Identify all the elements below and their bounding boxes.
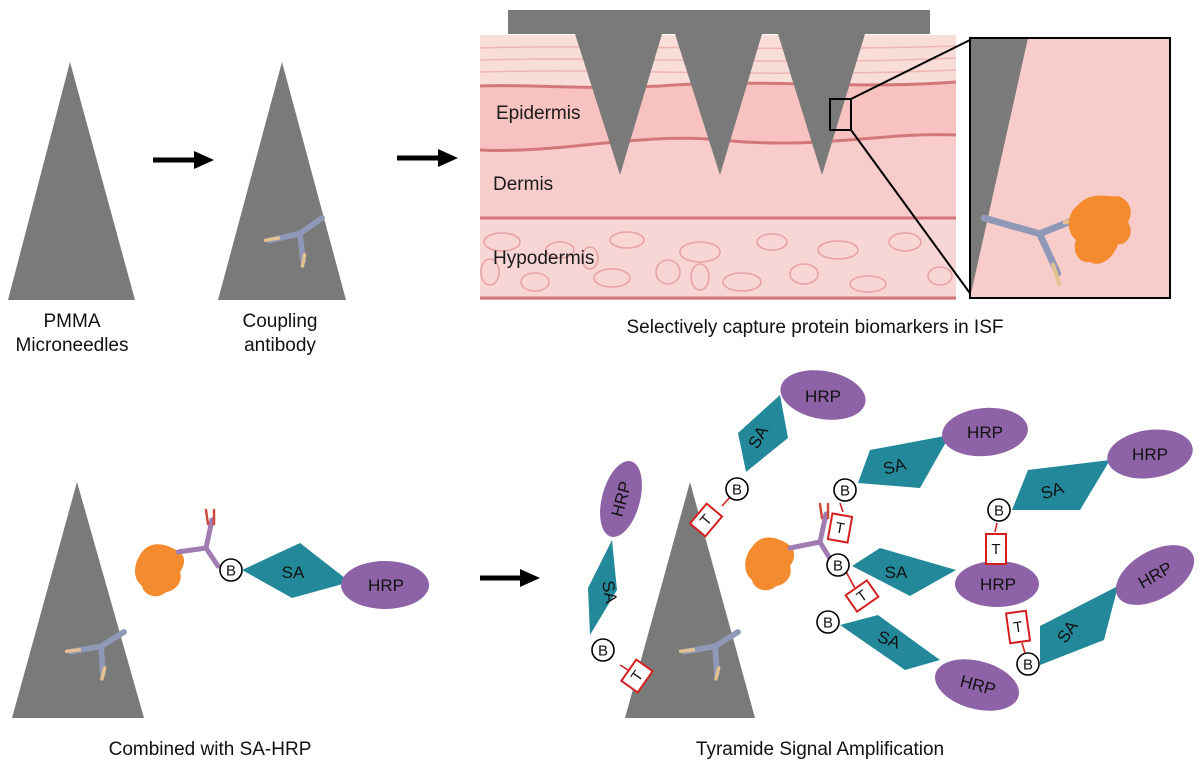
biotin-marker: B xyxy=(219,558,243,582)
capture-caption: Selectively capture protein biomarkers i… xyxy=(627,317,1004,338)
sa-hrp-conjugate: SA HRP xyxy=(738,370,866,472)
microneedle-shape xyxy=(675,34,762,175)
svg-text:B: B xyxy=(840,483,850,500)
microneedle-patch-backing xyxy=(508,10,930,34)
hrp-enzyme-shape xyxy=(942,407,1028,457)
sa-hrp-conjugate: SA HRP xyxy=(1040,545,1195,665)
streptavidin-label: SA xyxy=(885,563,908,582)
hrp-enzyme-shape xyxy=(955,561,1039,607)
tsa-caption: Tyramide Signal Amplification xyxy=(696,739,944,760)
protein-biomarker-icon xyxy=(135,544,185,597)
biotin-marker: B xyxy=(725,477,749,501)
hrp-label: HRP xyxy=(1132,445,1168,464)
svg-text:B: B xyxy=(226,563,236,580)
hrp-enzyme-shape xyxy=(1107,429,1193,479)
svg-text:B: B xyxy=(732,482,742,499)
svg-text:B: B xyxy=(598,643,608,660)
hypodermis-label: Hypodermis xyxy=(493,248,594,269)
hrp-label: HRP xyxy=(980,575,1016,594)
hrp-enzyme-shape xyxy=(600,461,642,537)
streptavidin-shape xyxy=(858,435,950,488)
sa-hrp-conjugate: SA HRP xyxy=(588,461,642,635)
tyramide-marker: T xyxy=(985,533,1007,565)
hrp-label: HRP xyxy=(368,576,404,595)
epidermis-label: Epidermis xyxy=(496,103,580,124)
svg-text:T: T xyxy=(991,541,1000,558)
svg-text:B: B xyxy=(994,503,1004,520)
streptavidin-shape xyxy=(588,540,617,635)
biotin-marker: B xyxy=(591,638,615,662)
coupling-antibody-panel: Coupling antibody xyxy=(218,62,346,356)
hrp-enzyme-shape xyxy=(780,370,866,420)
pmma-caption-line1: PMMA xyxy=(44,311,101,332)
sa-hrp-conjugate: SA HRP xyxy=(840,615,1019,711)
fat-cells xyxy=(480,231,953,293)
tyramide-marker: T xyxy=(826,512,854,544)
arrow-1 xyxy=(153,151,214,169)
coupling-caption-line1: Coupling xyxy=(243,311,318,332)
svg-text:B: B xyxy=(833,558,843,575)
protein-biomarker-icon xyxy=(1068,195,1131,264)
svg-text:T: T xyxy=(834,519,846,537)
biotin-marker: B xyxy=(1016,652,1040,676)
hrp-label: HRP xyxy=(967,423,1003,442)
streptavidin-shape xyxy=(840,615,940,670)
sa-hrp-conjugate: SA HRP xyxy=(1012,429,1193,510)
microneedle-shape xyxy=(12,482,144,718)
microneedle-shape xyxy=(218,62,346,300)
microneedle-shape xyxy=(625,482,755,718)
biotin-marker: B xyxy=(826,553,850,577)
sa-hrp-conjugate: SA HRP xyxy=(858,407,1028,488)
streptavidin-shape xyxy=(1040,586,1118,665)
detection-antibody-icon xyxy=(787,502,835,565)
skin-cross-section: Epidermis Dermis Hypodermis Selectively … xyxy=(480,10,1004,338)
hrp-enzyme-shape xyxy=(1115,545,1195,605)
svg-text:B: B xyxy=(1023,657,1033,674)
microneedle-shape xyxy=(575,34,662,175)
zoom-inset xyxy=(969,37,1171,299)
arrow-2 xyxy=(397,149,458,167)
streptavidin-label: SA xyxy=(598,579,621,605)
biotin-marker: B xyxy=(833,478,857,502)
pmma-microneedle-panel: PMMA Microneedles xyxy=(8,62,135,356)
biotin-marker: B xyxy=(987,498,1011,522)
microneedle-shape xyxy=(8,62,135,300)
coupling-caption-line2: antibody xyxy=(244,335,316,356)
sa-hrp-conjugate: SA HRP xyxy=(852,548,1039,607)
zoom-region-box xyxy=(829,98,852,131)
hrp-label: HRP xyxy=(805,387,841,406)
streptavidin-shape xyxy=(738,395,788,472)
streptavidin-shape xyxy=(852,548,956,596)
combined-caption: Combined with SA-HRP xyxy=(109,739,312,760)
streptavidin-shape xyxy=(242,543,350,598)
tyramide-marker: T xyxy=(844,578,880,614)
tsa-panel: SA HRP SA HRP SA HRP SA HRP SA HRP xyxy=(588,370,1195,760)
tyramide-marker: T xyxy=(1004,609,1032,645)
svg-text:T: T xyxy=(1012,618,1023,636)
hrp-enzyme-shape xyxy=(341,561,429,609)
streptavidin-shape xyxy=(1012,460,1110,510)
sa-hrp-panel: B SA HRP Combined with SA-HRP xyxy=(12,482,429,760)
tyramide-marker: T xyxy=(688,502,724,538)
microneedle-shape xyxy=(778,34,865,175)
protein-biomarker-icon xyxy=(745,537,795,591)
arrow-3 xyxy=(480,569,540,587)
pmma-caption-line2: Microneedles xyxy=(16,335,129,356)
hrp-enzyme-shape xyxy=(935,659,1019,711)
streptavidin-label: SA xyxy=(282,563,305,582)
dermis-label: Dermis xyxy=(493,174,553,195)
svg-text:B: B xyxy=(823,615,833,632)
tyramide-marker: T xyxy=(619,658,655,694)
biotin-marker: B xyxy=(816,610,840,634)
detection-antibody-icon xyxy=(175,508,221,569)
